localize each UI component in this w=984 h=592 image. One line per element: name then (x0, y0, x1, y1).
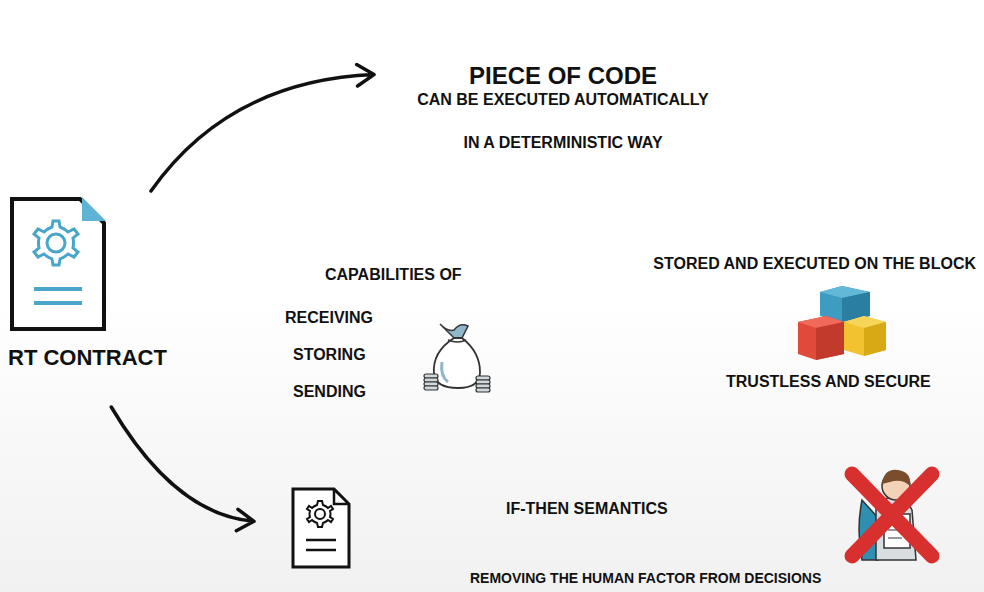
contract-document-icon (8, 195, 108, 335)
capability-item: RECEIVING (285, 309, 373, 327)
human-factor-note: REMOVING THE HUMAN FACTOR FROM DECISIONS (470, 570, 821, 586)
capability-item: SENDING (293, 383, 366, 401)
curved-arrow (151, 65, 374, 191)
node-group: PIECE OF CODE (378, 62, 748, 90)
piece-of-code-title: PIECE OF CODE (378, 62, 748, 90)
node-group: IF-THEN SEMANTICS (290, 486, 710, 570)
capabilities-heading: CAPABILITIES OF (325, 266, 462, 284)
feature-line: IN A DETERMINISTIC WAY (378, 134, 748, 152)
blocks-icon (792, 282, 892, 364)
security-note: TRUSTLESS AND SECURE (726, 373, 931, 391)
human-removed-icon (832, 460, 950, 570)
feature-line: CAN BE EXECUTED AUTOMATICALLY (378, 91, 748, 109)
node-group: RT CONTRACT (8, 195, 167, 371)
smart-contract-title: RT CONTRACT (8, 345, 167, 371)
curved-arrow (111, 407, 254, 531)
money-bag-icon (418, 318, 498, 394)
storage-note: STORED AND EXECUTED ON THE BLOCK (653, 255, 976, 273)
capability-item: STORING (293, 346, 366, 364)
if-then-label: IF-THEN SEMANTICS (506, 500, 668, 518)
document-icon (290, 486, 352, 570)
